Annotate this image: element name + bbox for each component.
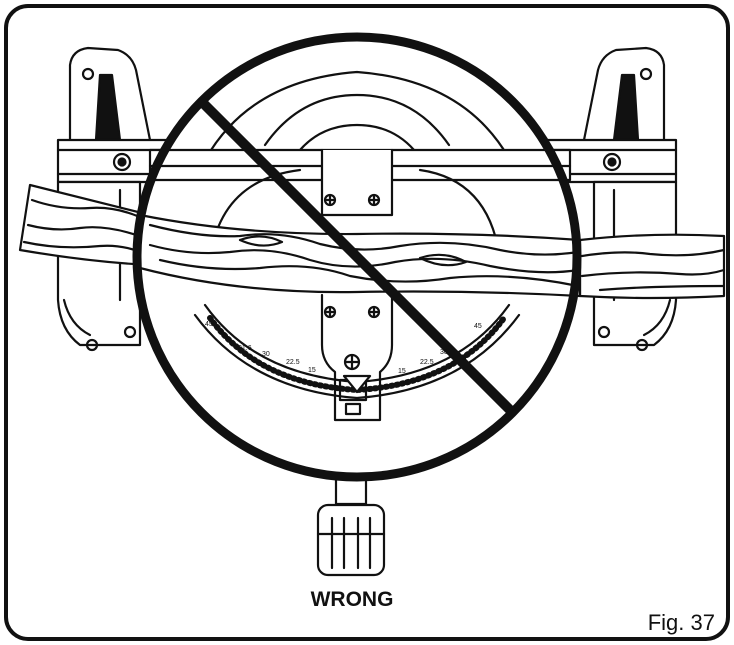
wrong-label: WRONG [311, 588, 394, 611]
miter-scale-tick-right: 45 [474, 323, 482, 330]
miter-scale-tick-right: 22.5 [420, 359, 434, 366]
lock-knob [316, 503, 386, 577]
miter-scale-tick-left: 15 [308, 367, 316, 374]
prohibition-circle [132, 32, 582, 482]
figure-number: Fig. 37 [648, 610, 715, 635]
miter-scale-tick-left: 30 [262, 351, 270, 358]
miter-scale-tick-right: 15 [398, 368, 406, 375]
miter-scale-tick-left: 31.6 [238, 345, 252, 352]
wood-board-right [578, 233, 726, 300]
prohibition-slash [196, 96, 516, 416]
miter-scale-arc [193, 313, 521, 400]
miter-scale-tick-right: 30 [440, 349, 448, 356]
miter-scale-tick-left: 45 [205, 321, 213, 328]
miter-scale-tick-left: 22.5 [286, 359, 300, 366]
